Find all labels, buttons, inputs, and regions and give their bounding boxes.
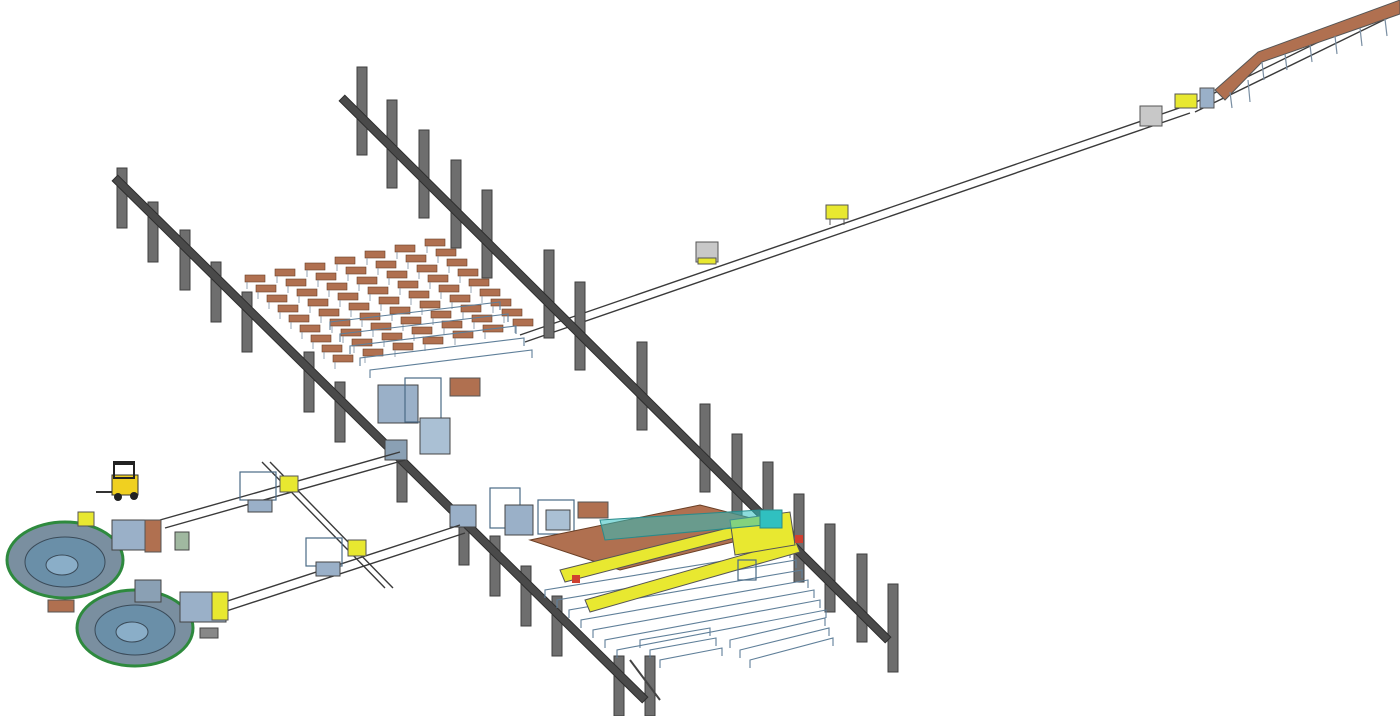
upper-right-conveyor-assembly xyxy=(1139,0,1400,127)
transfer-car-2 xyxy=(695,241,719,265)
turntable-upper xyxy=(5,511,190,600)
turntable-lower xyxy=(47,579,229,668)
steel-structure xyxy=(111,66,899,716)
brick-storage-racks xyxy=(244,238,534,378)
feed-conveyors xyxy=(159,451,466,619)
forklift xyxy=(96,461,139,501)
overhead-crane xyxy=(528,504,803,613)
central-machinery xyxy=(377,377,609,536)
transfer-car-1 xyxy=(825,204,849,225)
